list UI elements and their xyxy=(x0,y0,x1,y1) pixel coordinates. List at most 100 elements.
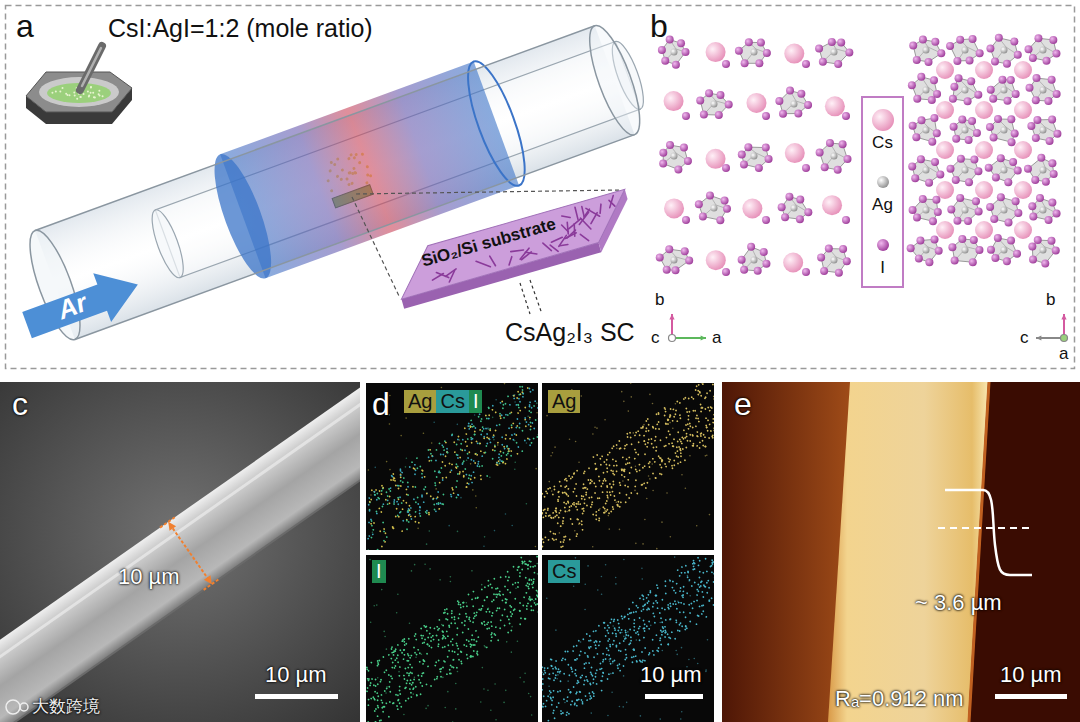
eds-noise xyxy=(423,432,425,434)
eds-count xyxy=(430,453,433,456)
i-atom xyxy=(992,173,1000,181)
eds-count xyxy=(499,450,502,453)
eds-count xyxy=(487,406,490,409)
eds-count xyxy=(370,518,373,521)
eds-noise xyxy=(427,492,429,494)
eds-noise xyxy=(429,568,431,570)
sem-image xyxy=(0,382,360,722)
eds-count xyxy=(405,493,408,496)
eds-count xyxy=(595,511,598,514)
eds-count xyxy=(479,474,482,477)
eds-count xyxy=(496,461,499,464)
i-atom xyxy=(1014,51,1022,59)
eds-count xyxy=(575,483,578,486)
eds-count xyxy=(488,414,491,417)
eds-noise xyxy=(505,513,507,515)
i-atom xyxy=(677,39,685,47)
eds-count xyxy=(494,446,497,449)
eds-count xyxy=(600,485,603,488)
i-atom xyxy=(745,38,753,46)
i-atom xyxy=(775,97,783,105)
ag-atom xyxy=(791,205,798,212)
i-atom xyxy=(1013,250,1021,258)
eds-count xyxy=(418,512,421,515)
i-atom xyxy=(762,144,770,152)
eds-noise xyxy=(368,469,370,471)
eds-count xyxy=(615,470,618,473)
eds-count xyxy=(508,576,511,579)
i-atom xyxy=(843,257,851,265)
eds-count xyxy=(613,495,616,498)
eds-count xyxy=(524,617,527,620)
eds-count xyxy=(509,437,512,440)
eds-count xyxy=(414,486,417,489)
eds-count xyxy=(431,455,434,458)
eds-count xyxy=(673,459,676,462)
eds-count xyxy=(530,407,533,410)
i-atom xyxy=(828,38,836,46)
eds-count xyxy=(388,685,391,688)
eds-count xyxy=(497,639,500,642)
eds-count xyxy=(671,442,674,445)
powder-grain xyxy=(90,86,92,88)
eds-noise xyxy=(398,671,400,673)
eds-count xyxy=(460,442,463,445)
eds-noise xyxy=(490,709,492,711)
eds-noise xyxy=(370,494,372,496)
eds-count xyxy=(606,494,609,497)
eds-count xyxy=(685,407,688,410)
eds-count xyxy=(610,486,613,489)
eds-count xyxy=(473,425,476,428)
i-atom xyxy=(1027,122,1035,130)
eds-count xyxy=(407,521,410,524)
eds-count xyxy=(673,415,676,418)
eds-count xyxy=(413,635,416,638)
ag-atom xyxy=(962,207,969,214)
eds-count xyxy=(518,393,521,396)
eds-count xyxy=(427,456,430,459)
eds-count xyxy=(616,504,619,507)
eds-count xyxy=(466,452,469,455)
eds-count xyxy=(381,505,384,508)
eds-count xyxy=(491,457,494,460)
i-atom xyxy=(845,48,853,56)
eds-count xyxy=(494,449,497,452)
eds-noise xyxy=(411,570,413,572)
eds-noise xyxy=(412,693,414,695)
eds-count xyxy=(687,415,690,418)
i-atom xyxy=(663,266,671,274)
eds-count xyxy=(401,508,404,511)
eds-count xyxy=(478,413,481,416)
eds-count xyxy=(474,462,477,465)
dimension-tick xyxy=(160,516,176,527)
eds-count xyxy=(547,515,550,518)
eds-count xyxy=(376,699,379,702)
i-atom xyxy=(681,247,689,255)
eds-count xyxy=(601,482,604,485)
eds-noise xyxy=(511,626,513,628)
i-atom xyxy=(947,205,955,213)
cs-atom xyxy=(975,221,993,239)
eds-count xyxy=(630,466,633,469)
eds-count xyxy=(409,466,412,469)
eds-count xyxy=(426,630,429,633)
i-atom xyxy=(909,42,917,50)
eds-count xyxy=(628,472,631,475)
eds-count xyxy=(378,490,381,493)
furnace-end xyxy=(457,55,536,191)
quartz-tube xyxy=(0,10,660,361)
i-atom xyxy=(754,267,762,275)
eds-noise xyxy=(566,511,568,513)
eds-count xyxy=(528,598,531,601)
i-atom xyxy=(716,216,724,224)
eds-noise xyxy=(457,531,459,533)
cs-atom xyxy=(742,199,762,219)
eds-count xyxy=(478,442,481,445)
eds-count xyxy=(562,541,565,544)
eds-count xyxy=(640,427,643,430)
eds-noise xyxy=(546,415,548,417)
eds-count xyxy=(568,475,571,478)
i-atom xyxy=(957,155,965,163)
eds-count xyxy=(563,539,566,542)
eds-count xyxy=(506,445,509,448)
